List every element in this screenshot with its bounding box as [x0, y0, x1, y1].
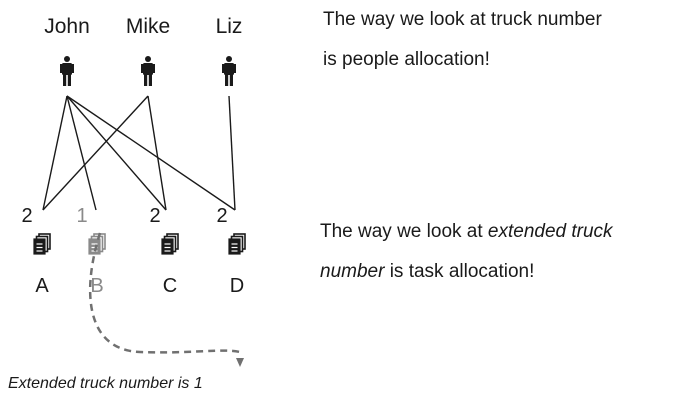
truck-number-diagram: John Mike Liz 2A 1B 2C 2D Extended truck numb… — [8, 15, 246, 392]
edge-john-c — [66, 95, 167, 211]
edge-liz-d — [228, 95, 236, 211]
document-stack-icon — [88, 233, 106, 255]
task-count-d: 2 — [216, 205, 227, 227]
task-allocation-statement: The way we look at extended truck number… — [320, 212, 688, 292]
statement2-line2: number is task allocation! — [320, 252, 688, 292]
edge-mike-a — [42, 95, 149, 211]
statement2-line1-italic: extended truck — [487, 221, 613, 242]
statement2-line2-plain: is task allocation! — [384, 261, 535, 282]
edge-john-d — [66, 95, 236, 211]
task-label-d: D — [230, 275, 244, 297]
person-icon — [60, 56, 74, 86]
person-name-mike: Mike — [126, 15, 170, 38]
statement1-line1: The way we look at truck number — [323, 9, 602, 30]
person-name-john: John — [44, 15, 90, 38]
person-icon — [141, 56, 155, 86]
document-stack-icon — [33, 233, 51, 255]
edge-mike-c — [147, 95, 167, 211]
document-stack-icon — [161, 233, 179, 255]
extended-truck-note: Extended truck number is 1 — [8, 375, 203, 392]
task-count-a: 2 — [21, 205, 32, 227]
task-label-b: B — [90, 275, 103, 297]
edge-john-a — [42, 95, 68, 211]
task-label-c: C — [163, 275, 177, 297]
task-count-b: 1 — [76, 205, 87, 227]
document-stack-icon — [228, 233, 246, 255]
arrowhead-icon — [236, 358, 244, 367]
edge-john-b — [66, 95, 97, 211]
statement2-line1: The way we look at extended truck — [320, 212, 688, 252]
task-label-a: A — [35, 275, 49, 297]
allocation-edges — [42, 95, 236, 211]
task-count-c: 2 — [149, 205, 160, 227]
people-allocation-statement: The way we look at truck number is peopl… — [323, 0, 688, 80]
people-row: John Mike Liz — [44, 15, 242, 86]
statement1-line2: is people allocation! — [323, 49, 490, 70]
statement2-line2-italic: number — [320, 261, 385, 282]
tasks-row: 2A 1B 2C 2D — [21, 205, 246, 297]
person-name-liz: Liz — [216, 15, 243, 38]
statement2-line1-plain: The way we look at — [320, 221, 488, 242]
person-icon — [222, 56, 236, 86]
